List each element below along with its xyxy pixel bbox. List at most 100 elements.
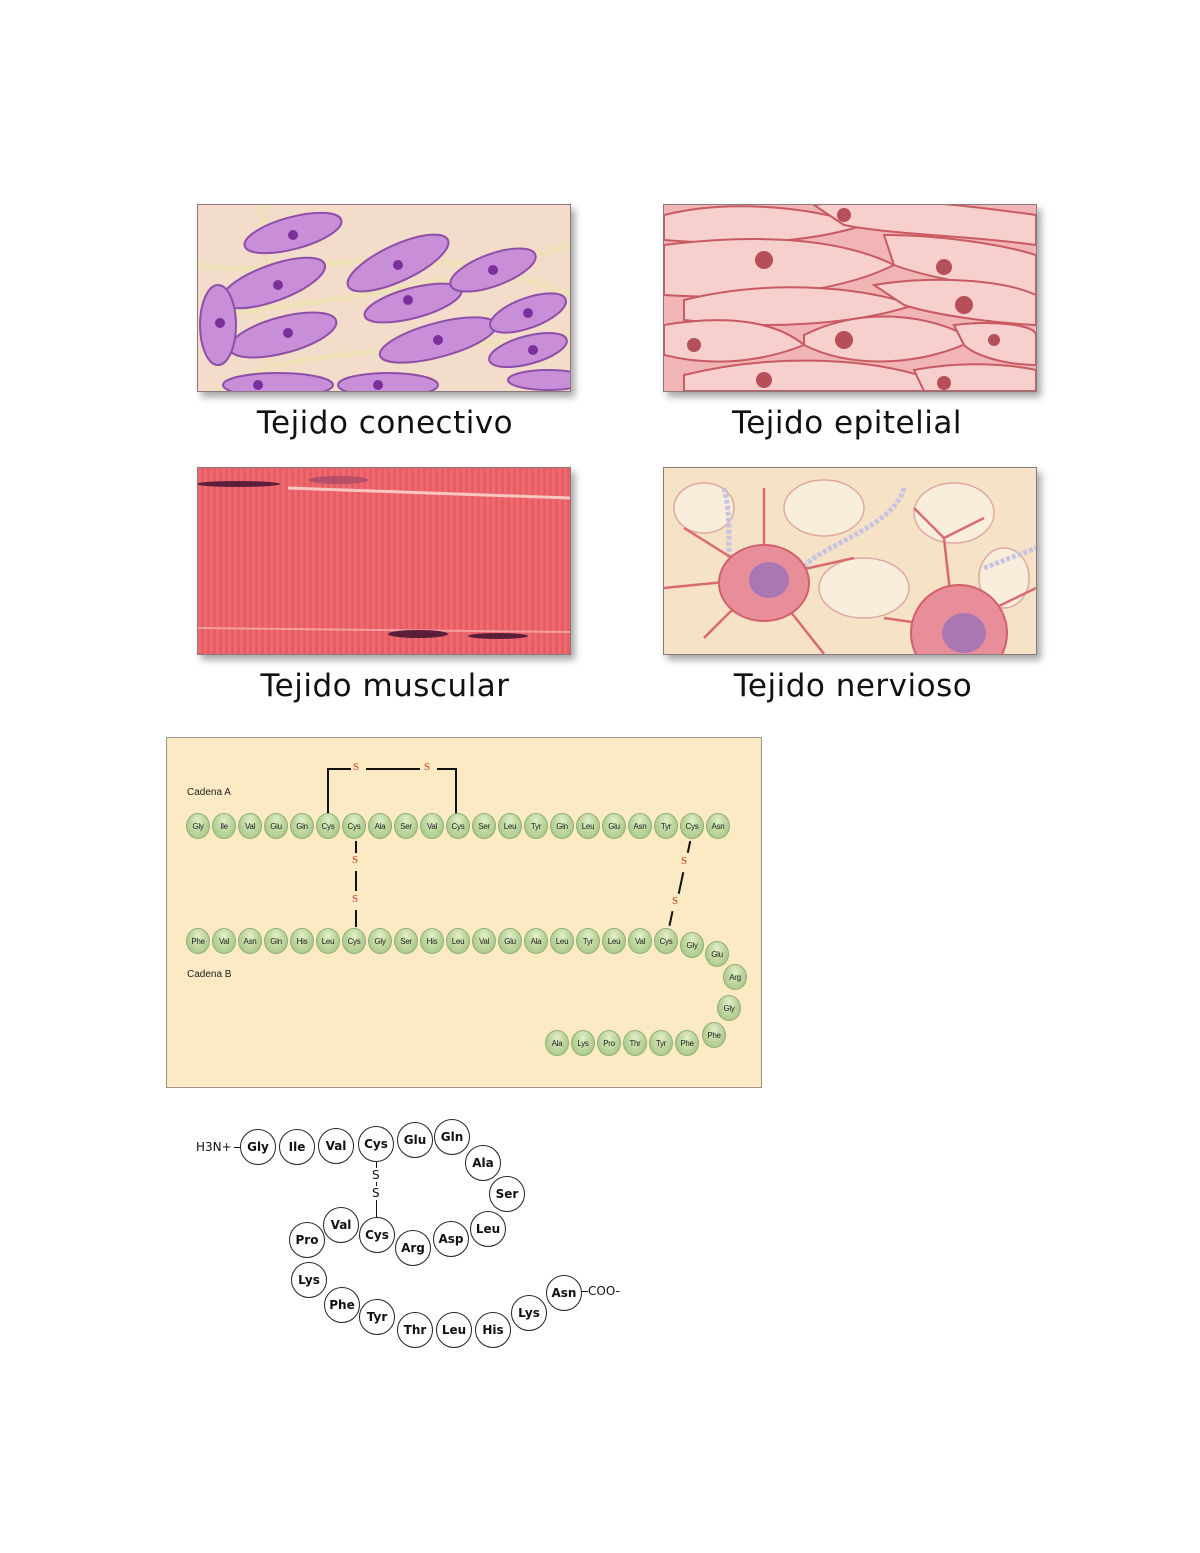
residue-bead: Cys: [680, 813, 704, 839]
disulfide-s: S: [352, 893, 359, 905]
bond-line: [582, 1291, 588, 1292]
residue-circle: Lys: [511, 1295, 547, 1331]
residue-circle: Val: [318, 1128, 354, 1164]
disulfide-s: S: [372, 1186, 380, 1200]
residue-bead: Tyr: [524, 813, 548, 839]
residue-bead: Tyr: [649, 1030, 673, 1056]
residue-circle: Cys: [358, 1126, 394, 1162]
residue-bead: Lys: [571, 1030, 595, 1056]
muscle-tissue-label: Tejido muscular: [260, 668, 510, 704]
connective-tissue-label: Tejido conectivo: [256, 405, 514, 441]
residue-bead: Ala: [524, 928, 548, 954]
bond-line: [327, 768, 351, 770]
residue-bead: Glu: [498, 928, 522, 954]
bond-line: [686, 840, 692, 854]
residue-bead: Glu: [602, 813, 626, 839]
bond-line: [668, 910, 674, 927]
bond-line: [366, 768, 420, 770]
residue-bead: Ala: [545, 1030, 569, 1056]
residue-circle: Leu: [470, 1211, 506, 1247]
bond-line: [455, 768, 457, 814]
residue-bead: Gly: [186, 813, 210, 839]
residue-bead: Asn: [238, 928, 262, 954]
connective-tissue-image: [197, 204, 571, 392]
bond-line: [437, 768, 457, 770]
residue-bead: Pro: [597, 1030, 621, 1056]
residue-bead: Ile: [212, 813, 236, 839]
residue-bead: Asn: [628, 813, 652, 839]
residue-bead: Tyr: [654, 813, 678, 839]
c-terminus-label: COO-: [588, 1284, 620, 1298]
residue-bead: Cys: [342, 813, 366, 839]
residue-bead: Ser: [472, 813, 496, 839]
residue-circle: Pro: [289, 1222, 325, 1258]
insulin-structure-panel: Cadena A Cadena B S S S S S S Gly Ile Va…: [166, 737, 762, 1088]
residue-circle: Ser: [489, 1176, 525, 1212]
residue-bead: Ser: [394, 813, 418, 839]
residue-bead: Glu: [705, 941, 729, 967]
residue-circle: Tyr: [359, 1299, 395, 1335]
residue-bead: Cys: [446, 813, 470, 839]
residue-bead: Val: [212, 928, 236, 954]
residue-bead: His: [420, 928, 444, 954]
residue-bead: Leu: [498, 813, 522, 839]
residue-circle: Lys: [291, 1262, 327, 1298]
residue-circle: Ile: [279, 1129, 315, 1165]
residue-bead: Arg: [723, 964, 747, 990]
residue-bead: Val: [238, 813, 262, 839]
chain-a-label: Cadena A: [187, 787, 231, 798]
residue-circle: Gly: [240, 1129, 276, 1165]
residue-circle: Asp: [433, 1221, 469, 1257]
residue-circle: Gln: [434, 1119, 470, 1155]
residue-circle: Arg: [395, 1230, 431, 1266]
residue-bead: Tyr: [576, 928, 600, 954]
residue-circle: Val: [323, 1207, 359, 1243]
residue-bead: Cys: [654, 928, 678, 954]
residue-bead: Gln: [550, 813, 574, 839]
disulfide-s: S: [424, 761, 431, 773]
bond-line: [234, 1147, 240, 1148]
residue-circle: Cys: [359, 1217, 395, 1253]
residue-bead: Ala: [368, 813, 392, 839]
residue-circle: Leu: [436, 1312, 472, 1348]
nervous-tissue-image: [663, 467, 1037, 655]
residue-bead: Leu: [576, 813, 600, 839]
bond-line: [355, 910, 357, 927]
residue-bead: Glu: [264, 813, 288, 839]
residue-bead: Cys: [316, 813, 340, 839]
residue-bead: Leu: [550, 928, 574, 954]
residue-bead: His: [290, 928, 314, 954]
muscle-tissue-image: [197, 467, 571, 655]
bond-line: [355, 841, 357, 853]
residue-bead: Val: [628, 928, 652, 954]
residue-bead: Leu: [446, 928, 470, 954]
bond-line: [355, 871, 357, 891]
residue-circle: His: [475, 1312, 511, 1348]
disulfide-s: S: [372, 1168, 380, 1182]
residue-circle: Glu: [397, 1122, 433, 1158]
residue-bead: Gln: [290, 813, 314, 839]
nervous-tissue-label: Tejido nervioso: [733, 668, 973, 704]
residue-bead: Val: [420, 813, 444, 839]
residue-bead: Asn: [706, 813, 730, 839]
residue-bead: Phe: [186, 928, 210, 954]
residue-circle: Asn: [546, 1275, 582, 1311]
epithelial-tissue-label: Tejido epitelial: [732, 405, 962, 441]
residue-bead: Leu: [602, 928, 626, 954]
chain-b-label: Cadena B: [187, 969, 232, 980]
residue-bead: Gly: [680, 932, 704, 958]
bond-line: [327, 768, 329, 814]
residue-circle: Thr: [397, 1312, 433, 1348]
residue-bead: Gln: [264, 928, 288, 954]
residue-bead: Ser: [394, 928, 418, 954]
disulfide-s: S: [353, 761, 360, 773]
residue-bead: Thr: [623, 1030, 647, 1056]
epithelial-tissue-image: [663, 204, 1037, 392]
residue-bead: Gly: [368, 928, 392, 954]
residue-bead: Phe: [702, 1022, 726, 1048]
residue-bead: Val: [472, 928, 496, 954]
residue-bead: Leu: [316, 928, 340, 954]
bond-line: [677, 872, 685, 894]
residue-bead: Cys: [342, 928, 366, 954]
residue-bead: Phe: [675, 1030, 699, 1056]
